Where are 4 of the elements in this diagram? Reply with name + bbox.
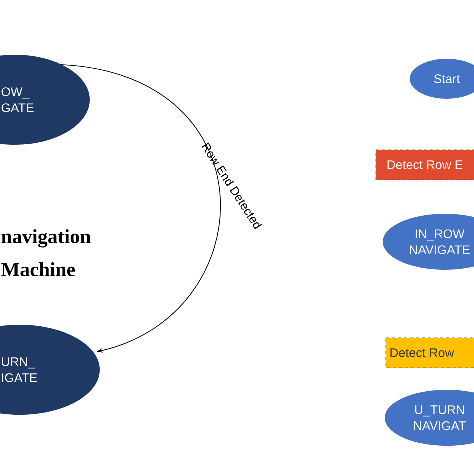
diagram-title: navigation Machine <box>2 229 91 277</box>
arrow <box>61 64 221 353</box>
event-flag: Detect Row <box>386 338 474 368</box>
event-flag: Detect Row E <box>376 150 474 180</box>
